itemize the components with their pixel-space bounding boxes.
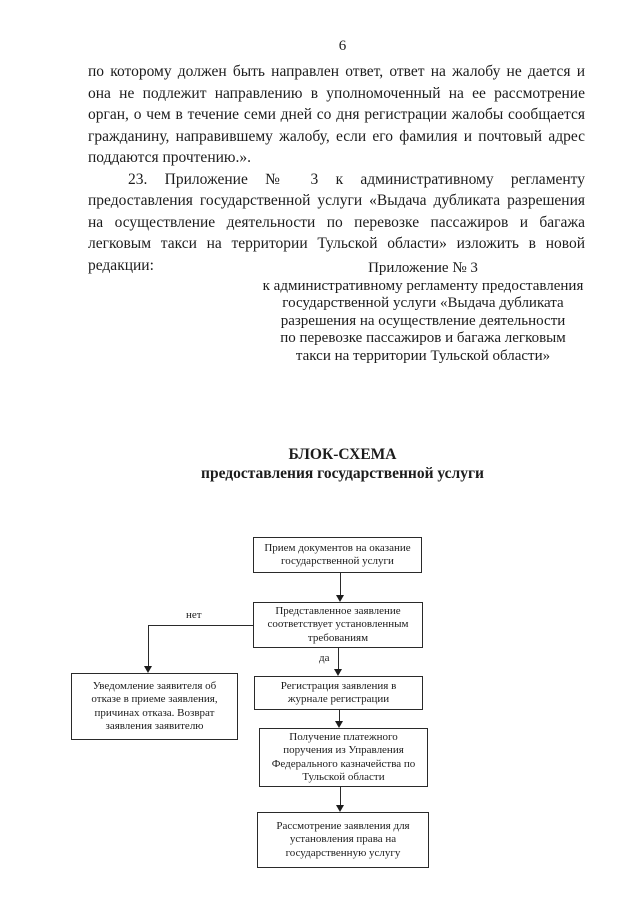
connector-check-to-reject-vertical xyxy=(148,625,149,667)
connector-check-to-register xyxy=(338,648,339,670)
arrowhead-reject-icon xyxy=(144,666,152,673)
arrowhead-check-icon xyxy=(336,595,344,602)
appendix-line: к административному регламенту предостав… xyxy=(262,277,584,294)
branch-label-no: нет xyxy=(186,609,202,621)
flow-box-receive-documents-label: Прием документов на оказание государстве… xyxy=(264,541,411,568)
page-number: 6 xyxy=(338,38,347,54)
flow-box-payment-order: Получение платежного поручения из Управл… xyxy=(259,728,428,787)
flowchart-title: БЛОК-СХЕМА предоставления государственно… xyxy=(90,446,595,483)
flow-box-review-application: Рассмотрение заявления для установления … xyxy=(257,812,429,868)
connector-receive-to-check xyxy=(340,573,341,596)
body-text: по которому должен быть направлен ответ,… xyxy=(88,61,585,276)
connector-register-to-payment xyxy=(339,710,340,722)
branch-label-yes: да xyxy=(319,652,330,664)
appendix-line: разрешения на осуществление деятельности xyxy=(280,312,566,329)
appendix-reference-block: Приложение № 3 к административному регла… xyxy=(262,260,584,366)
flow-box-check-requirements-label: Представленное заявление соответствует у… xyxy=(267,604,409,644)
flow-box-register-application-label: Регистрация заявления в журнале регистра… xyxy=(280,679,397,706)
flowchart-title-line2: предоставления государственной услуги xyxy=(201,464,484,482)
flow-box-reject-notification-label: Уведомление заявителя об отказе в приеме… xyxy=(91,679,218,733)
flow-box-register-application: Регистрация заявления в журнале регистра… xyxy=(254,676,423,710)
appendix-line: такси на территории Тульской области» xyxy=(295,347,551,364)
flow-box-reject-notification: Уведомление заявителя об отказе в приеме… xyxy=(71,673,238,740)
connector-check-to-reject-horizontal xyxy=(148,625,253,626)
paragraph-complaint-wrap: по которому должен быть направлен ответ,… xyxy=(88,63,585,166)
appendix-line: государственной услуги «Выдача дубликата xyxy=(282,295,564,312)
flowchart-title-line1: БЛОК-СХЕМА xyxy=(288,446,397,463)
arrowhead-review-icon xyxy=(336,805,344,812)
appendix-line: по перевозке пассажиров и багажа легковы… xyxy=(280,330,566,347)
flow-box-receive-documents: Прием документов на оказание государстве… xyxy=(253,537,422,573)
arrowhead-register-icon xyxy=(334,669,342,676)
connector-payment-to-review xyxy=(340,787,341,806)
arrowhead-payment-icon xyxy=(335,721,343,728)
appendix-line: Приложение № 3 xyxy=(368,260,478,276)
flow-box-payment-order-label: Получение платежного поручения из Управл… xyxy=(271,730,416,784)
paragraph-item-23: 23. Приложение № 3 к административному р… xyxy=(88,170,585,274)
flow-box-check-requirements: Представленное заявление соответствует у… xyxy=(253,602,423,648)
flow-box-review-application-label: Рассмотрение заявления для установления … xyxy=(276,819,410,859)
